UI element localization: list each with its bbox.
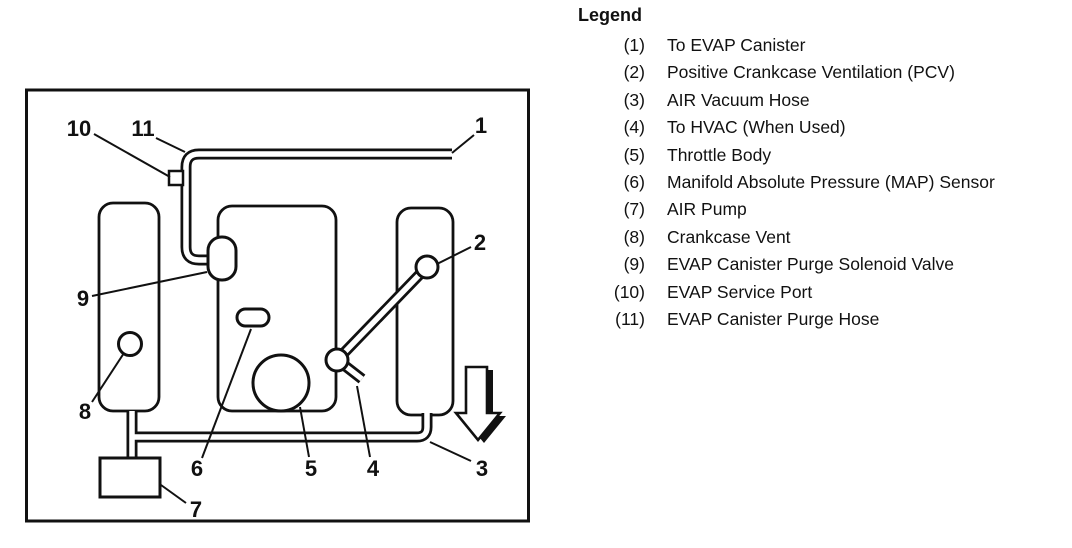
purge-solenoid-valve [206, 235, 238, 282]
callout-5: 5 [305, 456, 317, 481]
legend-item: (3) AIR Vacuum Hose [578, 87, 1070, 114]
legend-item-label: EVAP Service Port [667, 281, 813, 302]
legend-item-label: Throttle Body [667, 144, 772, 165]
legend-item-label: AIR Pump [667, 199, 747, 220]
callout-6: 6 [191, 456, 203, 481]
legend-item-number: (2) [623, 62, 645, 83]
legend-item-number: (10) [613, 281, 645, 302]
legend-item: (4) To HVAC (When Used) [578, 114, 1070, 141]
leader-10 [93, 133, 171, 178]
legend-item-number: (9) [623, 254, 645, 275]
leader-11 [155, 137, 186, 153]
leader-8 [91, 352, 125, 403]
callout-10: 10 [67, 116, 91, 141]
map-sensor [235, 307, 271, 328]
legend-item-number: (6) [623, 172, 645, 193]
leader-9 [91, 271, 208, 297]
leader-7 [160, 484, 187, 504]
pcv-tube-core [338, 269, 425, 359]
legend-item-label: AIR Vacuum Hose [667, 89, 810, 110]
legend-item: (11) EVAP Canister Purge Hose [578, 306, 1070, 333]
legend-item: (10) EVAP Service Port [578, 279, 1070, 306]
legend-item: (5) Throttle Body [578, 142, 1070, 169]
legend-item-number: (3) [623, 89, 645, 110]
legend-item: (9) EVAP Canister Purge Solenoid Valve [578, 251, 1070, 278]
down-arrow-icon [453, 365, 506, 443]
legend-item-label: EVAP Canister Purge Solenoid Valve [667, 254, 954, 275]
down-arrow-body [453, 365, 503, 443]
callout-8: 8 [79, 399, 91, 424]
air-pump [98, 456, 162, 499]
crankcase-vent [117, 331, 143, 357]
air-vacuum-hose-core [132, 413, 430, 440]
throttle-body [251, 353, 311, 413]
vacuum-hose-routing-diagram: 10 11 1 2 9 8 7 6 5 4 3 [25, 88, 530, 523]
legend-item-label: EVAP Canister Purge Hose [667, 309, 880, 330]
callout-3: 3 [476, 456, 488, 481]
pcv-valve [414, 254, 440, 280]
callout-1: 1 [475, 113, 487, 138]
evap-service-port [167, 169, 185, 187]
legend-title: Legend [578, 5, 643, 25]
leader-3 [429, 441, 472, 462]
leader-2 [436, 246, 472, 265]
legend-item-number: (7) [623, 199, 645, 220]
legend-item-label: Crankcase Vent [667, 226, 791, 247]
legend-item: (7) AIR Pump [578, 196, 1070, 223]
legend-item-label: To EVAP Canister [667, 35, 806, 55]
legend-item-label: To HVAC (When Used) [667, 117, 846, 138]
legend-item-number: (1) [623, 35, 645, 55]
pcv-hvac-junction [324, 347, 350, 373]
callout-9: 9 [77, 286, 89, 311]
right-valve-cover [395, 206, 455, 417]
callout-4: 4 [367, 456, 380, 481]
legend-item-number: (5) [623, 144, 645, 165]
callout-11: 11 [131, 116, 154, 141]
callout-7: 7 [190, 497, 202, 522]
legend-item-number: (4) [623, 117, 645, 138]
legend-item-label: Positive Crankcase Ventilation (PCV) [667, 62, 955, 83]
legend-item-number: (11) [615, 309, 645, 330]
leader-4 [356, 385, 371, 458]
legend: Legend (1) To EVAP Canister (2) Positive… [578, 4, 1070, 333]
callout-2: 2 [474, 230, 486, 255]
legend-item-number: (8) [623, 226, 645, 247]
legend-item: (8) Crankcase Vent [578, 224, 1070, 251]
leader-6 [201, 328, 252, 459]
legend-item: (1) To EVAP Canister [578, 32, 1070, 59]
evap-purge-hose-core [183, 151, 452, 263]
legend-item: (6) Manifold Absolute Pressure (MAP) Sen… [578, 169, 1070, 196]
leader-1 [451, 134, 475, 154]
legend-item-label: Manifold Absolute Pressure (MAP) Sensor [667, 172, 995, 193]
leader-5 [299, 406, 310, 458]
left-valve-cover [97, 201, 161, 413]
legend-item: (2) Positive Crankcase Ventilation (PCV) [578, 59, 1070, 86]
